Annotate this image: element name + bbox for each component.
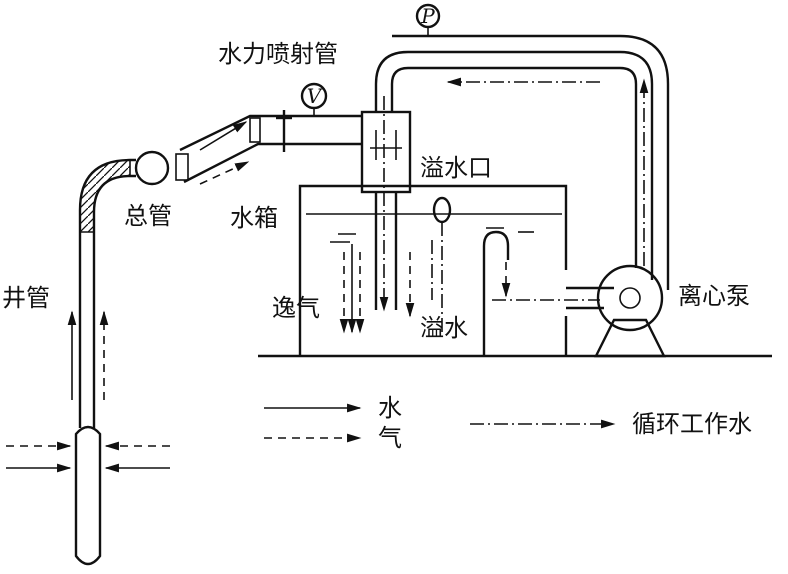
valve-icon (276, 110, 292, 152)
legend-water-label: 水 (378, 394, 402, 422)
vacuum-gauge-label: V (307, 84, 324, 108)
legend-gas-label: 气 (378, 424, 402, 452)
overflow-pipe (482, 230, 510, 356)
main-pipe-label: 总管 (124, 202, 172, 230)
gas-escape-label: 逸气 (272, 294, 320, 322)
ejector (360, 110, 412, 310)
centrifugal-pump (566, 264, 666, 358)
legend: 水 气 循环工作水 (264, 394, 752, 452)
well-filter-icon (74, 425, 102, 566)
float-ball-icon (432, 196, 452, 336)
centrifugal-pump-label: 离心泵 (678, 282, 750, 310)
main-pipe (175, 114, 362, 184)
legend-circulating-label: 循环工作水 (632, 410, 752, 438)
main-gas-arrow (199, 161, 250, 185)
well-pipe-label: 井管 (2, 284, 50, 312)
overflow-water-label: 溢水 (420, 314, 468, 342)
water-tank-label: 水箱 (230, 204, 278, 232)
ejector-label: 水力喷射管 (218, 40, 338, 68)
main-water-arrow (199, 121, 248, 151)
vacuum-gauge-icon: V (300, 82, 328, 116)
pressure-gauge-icon: P (415, 3, 441, 29)
circulation-pipe (374, 26, 670, 290)
well-pipe (78, 158, 136, 428)
main-pipe-joint (134, 150, 170, 186)
pressure-gauge-label: P (420, 4, 435, 28)
overflow-port-label: 溢水口 (420, 154, 492, 182)
